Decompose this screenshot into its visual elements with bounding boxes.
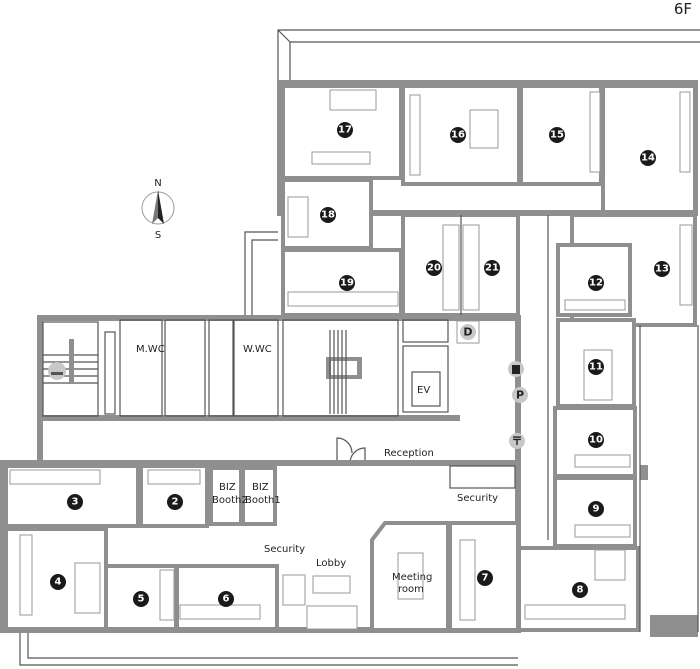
room-number-14: 14: [640, 150, 656, 166]
svg-text:16: 16: [451, 130, 465, 141]
elevator: [402, 345, 449, 413]
biz-booth-2-label: BIZ: [219, 482, 236, 493]
floor-label: 6F: [673, 0, 692, 18]
svg-text:〒: 〒: [512, 435, 523, 448]
security-label: Security: [264, 544, 305, 555]
post-icon: 〒: [509, 433, 525, 449]
room-number-18: 18: [320, 207, 336, 223]
room-number-9: 9: [588, 501, 604, 517]
delivery-icon: D: [456, 320, 480, 344]
lobby-sofa: [306, 605, 358, 630]
biz-booth-1-label: BIZ: [252, 482, 269, 493]
svg-text:2: 2: [172, 497, 179, 508]
room-number-2: 2: [167, 494, 183, 510]
security-label: Security: [457, 493, 498, 504]
lobby-table: [312, 575, 351, 594]
room-number-12: 12: [588, 275, 604, 291]
svg-text:19: 19: [340, 278, 354, 289]
svg-text:17: 17: [338, 125, 352, 136]
room-number-13: 13: [654, 261, 670, 277]
room-number-6: 6: [218, 591, 234, 607]
biz-booth-1-label: Booth1: [245, 495, 281, 506]
room-number-19: 19: [339, 275, 355, 291]
svg-text:8: 8: [577, 585, 584, 596]
smoking-area-icon: [48, 362, 66, 380]
biz-booth-2-label: Booth2: [212, 495, 248, 506]
room-number-21: 21: [484, 260, 500, 276]
svg-text:14: 14: [641, 153, 655, 164]
svg-text:4: 4: [55, 577, 62, 588]
meeting-room-label: Meeting: [392, 572, 432, 583]
roof-outline: [277, 29, 700, 80]
room-number-16: 16: [450, 127, 466, 143]
meeting-table: [397, 552, 424, 600]
room-number-7: 7: [477, 570, 493, 586]
service-wall: [37, 315, 521, 466]
biz-booth-1: [241, 466, 277, 526]
room-number-5: 5: [133, 591, 149, 607]
room-number-3: 3: [67, 494, 83, 510]
wc-stalls: [164, 319, 206, 417]
svg-text:P: P: [516, 389, 524, 402]
room-number-20: 20: [426, 260, 442, 276]
stairs-central: [282, 319, 399, 417]
compass: N S: [141, 178, 175, 241]
womens-wc: [233, 319, 279, 417]
room-number-4: 4: [50, 574, 66, 590]
room-number-17: 17: [337, 122, 353, 138]
svg-text:15: 15: [550, 130, 564, 141]
svg-text:D: D: [463, 326, 472, 339]
trash-icon: [508, 361, 524, 377]
balcony-outline: [19, 632, 518, 666]
biz-booth-2: [209, 466, 243, 526]
mens-wc-label: M.WC: [136, 344, 165, 355]
svg-text:7: 7: [482, 573, 489, 584]
parking-icon: P: [512, 387, 528, 403]
compass-south: S: [155, 230, 161, 241]
room-number-10: 10: [588, 432, 604, 448]
svg-text:9: 9: [593, 504, 600, 515]
lobby-chair: [282, 574, 306, 606]
svg-text:18: 18: [321, 210, 335, 221]
svg-text:13: 13: [655, 264, 669, 275]
room-number-11: 11: [588, 359, 604, 375]
compass-north: N: [154, 178, 161, 189]
balcony-outline: [244, 231, 278, 315]
meeting-room-label: room: [398, 584, 424, 595]
reception-label: Reception: [384, 448, 434, 459]
svg-text:3: 3: [72, 497, 79, 508]
room-number-15: 15: [549, 127, 565, 143]
svg-text:20: 20: [427, 263, 441, 274]
desks: [9, 89, 693, 621]
svg-text:6: 6: [223, 594, 230, 605]
room-number-8: 8: [572, 582, 588, 598]
reception-door[interactable]: [336, 437, 366, 464]
mens-wc: [119, 319, 163, 417]
svg-text:11: 11: [589, 362, 603, 373]
svg-text:10: 10: [589, 435, 603, 446]
svg-text:21: 21: [485, 263, 499, 274]
svg-text:12: 12: [589, 278, 603, 289]
svg-text:5: 5: [138, 594, 145, 605]
womens-wc-label: W.WC: [243, 344, 272, 355]
lobby-label: Lobby: [316, 558, 346, 569]
elevator-label: EV: [417, 385, 430, 396]
